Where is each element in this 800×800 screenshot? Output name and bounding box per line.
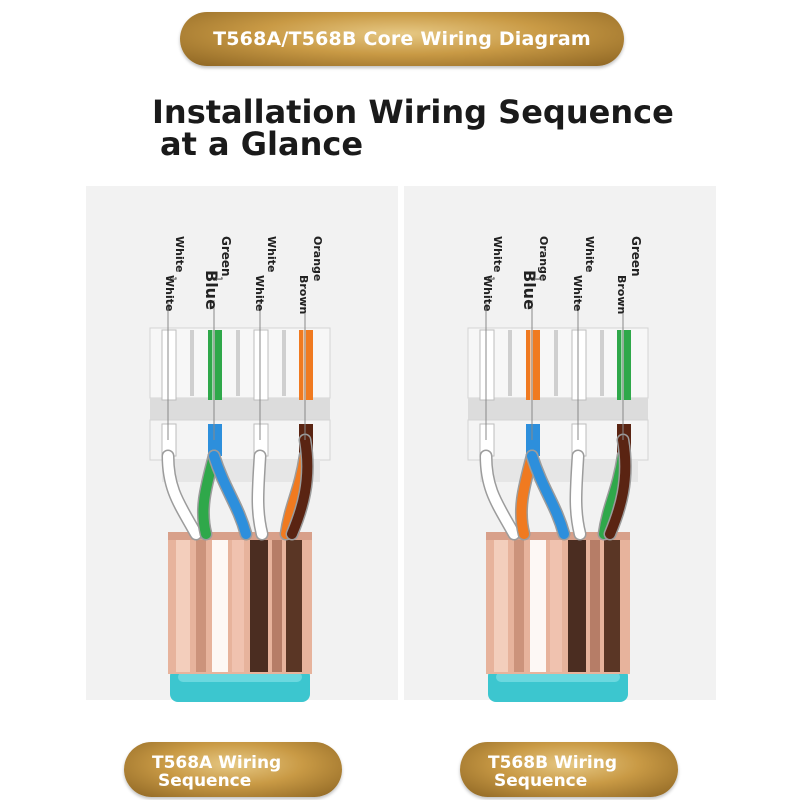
wire-label-bottom: White <box>481 275 494 311</box>
wire-curve <box>605 435 631 539</box>
wire-curve <box>481 451 519 539</box>
page-title: Installation Wiring Sequence at a Glance <box>152 96 674 160</box>
shield-stripe <box>568 534 586 672</box>
shield-stripe <box>232 534 244 672</box>
caption-t568a-line1: T568A Wiring <box>152 753 282 773</box>
shield-stripe <box>604 534 620 672</box>
slot-divider <box>508 330 512 396</box>
wire-tick-mark: 1 <box>213 276 223 282</box>
wire-label-top: White <box>491 236 504 272</box>
wire-tick-mark: 1 <box>531 276 541 282</box>
wire-label-top: Orange <box>537 236 550 281</box>
wire-tick-mark: 1 <box>485 276 495 282</box>
header-banner: T568A/T568B Core Wiring Diagram <box>180 12 624 66</box>
wire-white-top <box>161 329 177 401</box>
slot-divider <box>190 330 194 396</box>
wire-label-bottom: Blue <box>202 270 221 310</box>
slot-divider <box>554 330 558 396</box>
title-line-2: at a Glance <box>160 125 364 163</box>
wire-curve <box>571 451 585 539</box>
shield-stripe <box>530 534 546 672</box>
shield-stripe <box>550 534 562 672</box>
wire-label-bottom: White <box>571 275 584 311</box>
wire-label-bottom: Brown <box>615 275 628 314</box>
shield-stripe <box>514 534 524 672</box>
header-title: T568A/T568B Core Wiring Diagram <box>213 28 591 50</box>
shield-stripe <box>196 534 206 672</box>
shield-stripe <box>590 534 600 672</box>
wire-label-top: Green <box>629 236 643 277</box>
connector-base <box>162 460 320 482</box>
wire-tick-mark: 1 <box>167 276 177 282</box>
shield-stripe <box>286 534 302 672</box>
caption-t568b-line2: Sequence <box>494 771 588 791</box>
shield-stripe <box>494 534 508 672</box>
wire-white-top <box>253 329 269 401</box>
connector-base <box>480 460 638 482</box>
wire-label-bottom: White <box>163 275 176 311</box>
shield-stripe <box>176 534 190 672</box>
wire-white-top <box>571 329 587 401</box>
wire-curve <box>527 451 569 539</box>
wire-label-top: Orange <box>311 236 324 281</box>
slot-divider <box>236 330 240 396</box>
cable-jacket-highlight <box>178 672 302 682</box>
caption-t568b-line1: T568B Wiring <box>488 753 618 773</box>
caption-t568a: T568A Wiring Sequence <box>124 742 342 797</box>
wire-label-top: White <box>173 236 186 272</box>
wire-curve <box>253 451 267 539</box>
shield-stripe <box>272 534 282 672</box>
slot-divider <box>282 330 286 396</box>
wire-white-top <box>479 329 495 401</box>
shield-stripe <box>212 534 228 672</box>
shield-stripe <box>250 534 268 672</box>
wire-curve <box>287 435 313 539</box>
wire-label-bottom: Brown <box>297 275 310 314</box>
caption-t568b: T568B Wiring Sequence <box>460 742 678 797</box>
wire-label-top: White <box>583 236 596 272</box>
cable-jacket-highlight <box>496 672 620 682</box>
wire-curve <box>163 451 201 539</box>
wire-blue-lower <box>526 424 540 456</box>
title-line-1: Installation Wiring Sequence <box>152 93 674 131</box>
wire-label-bottom: Blue <box>520 270 539 310</box>
connector-mid-band <box>150 398 330 420</box>
slot-divider <box>600 330 604 396</box>
wire-label-top: White <box>265 236 278 272</box>
wire-blue-lower <box>208 424 222 456</box>
connector-mid-band <box>468 398 648 420</box>
wire-label-top: Green <box>219 236 233 277</box>
wire-curve <box>209 451 251 539</box>
wire-label-bottom: White <box>253 275 266 311</box>
caption-t568a-line2: Sequence <box>158 771 252 791</box>
